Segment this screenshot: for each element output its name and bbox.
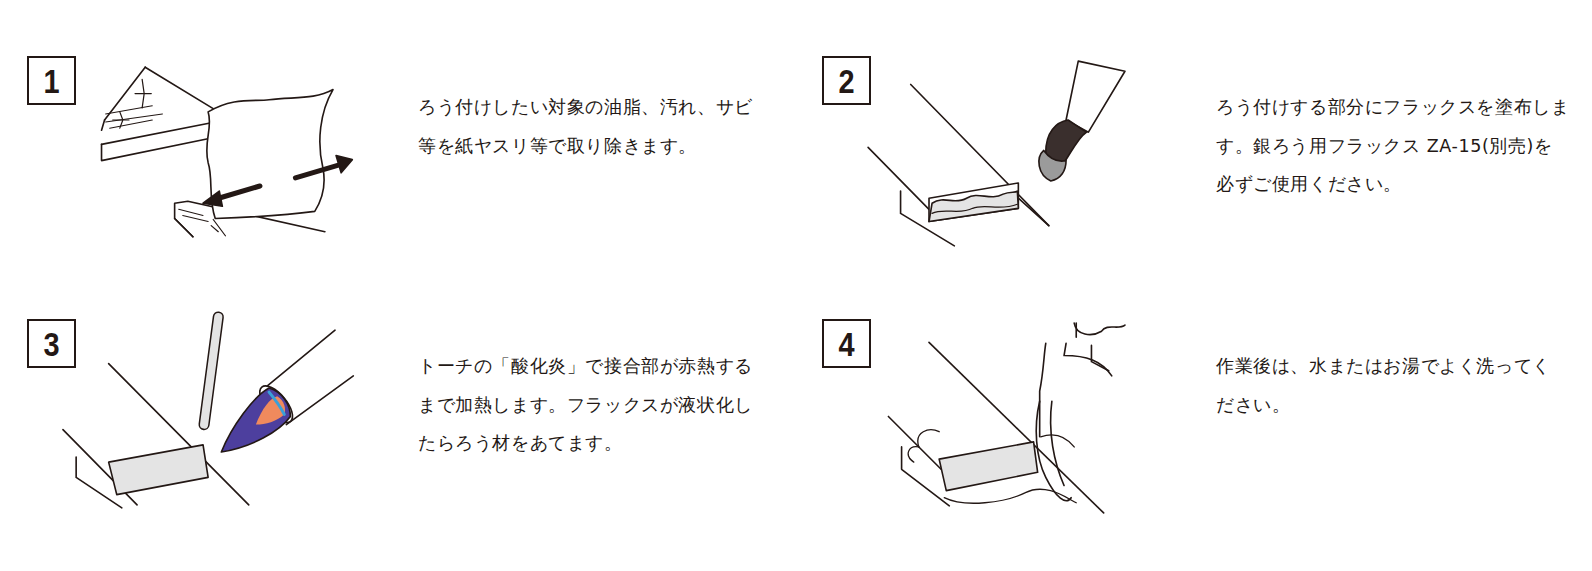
flux-illustration (868, 61, 1125, 246)
sanding-illustration (102, 67, 353, 237)
step-number-box: 4 (822, 319, 871, 368)
step-number: 3 (43, 327, 59, 361)
torch-illustration (63, 317, 353, 508)
step-number-box: 2 (822, 56, 871, 105)
step-description: 作業後は、水またはお湯でよく洗ってください。 (1216, 347, 1561, 424)
step-number: 4 (838, 327, 854, 361)
step-number: 1 (43, 64, 59, 98)
step-number-box: 3 (27, 319, 76, 368)
step-number-box: 1 (27, 56, 76, 105)
step-description: ろう付けしたい対象の油脂、汚れ、サビ等を紙ヤスリ等で取り除きます。 (418, 88, 763, 165)
step-number: 2 (838, 64, 854, 98)
step-description: ろう付けする部分にフラックスを塗布します。銀ろう用フラックス ZA-15(別売)… (1216, 88, 1570, 204)
wash-illustration (888, 323, 1125, 513)
step-description: トーチの「酸化炎」で接合部が赤熱するまで加熱します。フラックスが液状化したらろう… (418, 347, 763, 463)
